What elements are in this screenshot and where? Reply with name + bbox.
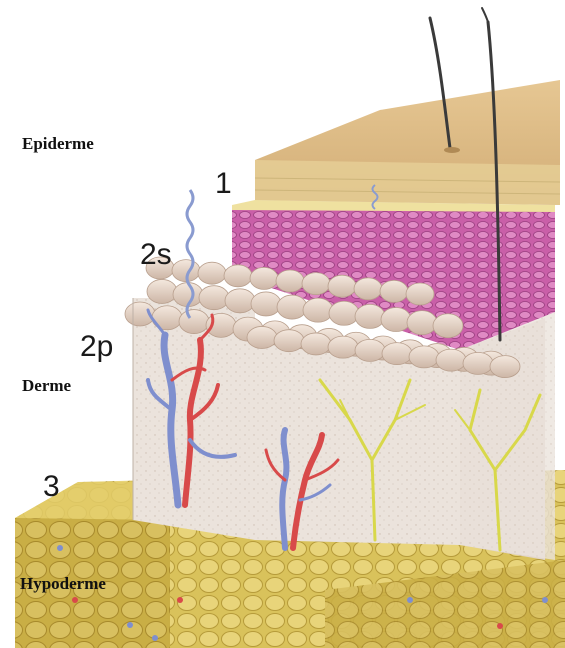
label-epidermis: Epiderme <box>22 134 94 154</box>
callout-2s: 2s <box>140 238 172 272</box>
papilla <box>433 314 463 338</box>
papilla <box>199 286 229 310</box>
papilla <box>251 292 281 316</box>
papilla <box>490 356 520 378</box>
papilla <box>328 275 356 297</box>
papilla <box>380 280 408 302</box>
papilla <box>355 339 385 361</box>
label-hypodermis: Hypoderme <box>20 574 106 594</box>
hair-follicle-opening <box>444 147 460 153</box>
callout-2p: 2p <box>80 330 113 364</box>
papilla <box>179 310 209 334</box>
papilla <box>250 267 278 289</box>
papilla <box>328 336 358 358</box>
callout-3: 3 <box>43 470 60 504</box>
callout-1: 1 <box>215 167 232 201</box>
papilla <box>381 308 411 332</box>
papilla <box>302 273 330 295</box>
papilla <box>407 311 437 335</box>
label-dermis: Derme <box>22 376 71 396</box>
papilla <box>436 349 466 371</box>
papilla <box>355 304 385 328</box>
papilla <box>247 326 277 348</box>
papilla <box>225 289 255 313</box>
papilla <box>406 283 434 305</box>
papilla <box>303 298 333 322</box>
papilla <box>274 330 304 352</box>
papilla <box>463 352 493 374</box>
papilla <box>329 301 359 325</box>
papilla <box>224 265 252 287</box>
papilla <box>382 343 412 365</box>
papilla <box>354 278 382 300</box>
papilla <box>198 262 226 284</box>
papilla <box>147 279 177 303</box>
papilla <box>409 346 439 368</box>
papilla <box>277 295 307 319</box>
papilla <box>276 270 304 292</box>
papilla <box>301 333 331 355</box>
